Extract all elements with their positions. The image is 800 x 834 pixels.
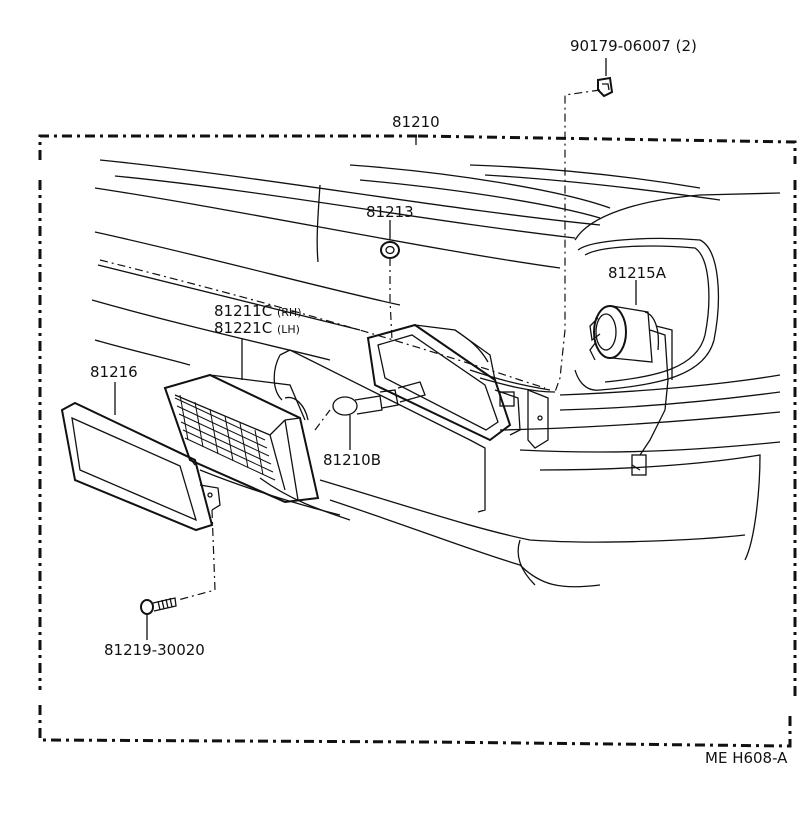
- grommet-81213: [380, 241, 400, 259]
- part-number: 90179-06007: [570, 37, 671, 55]
- label-81213: 81213: [366, 203, 414, 221]
- part-number: 81211C: [214, 302, 273, 320]
- part-number: 81221C: [214, 319, 273, 337]
- socket-81215a: [589, 305, 673, 476]
- car-body: [91, 159, 781, 588]
- label-81210: 81210: [392, 113, 440, 131]
- socket-housing: [366, 323, 556, 449]
- side-indicator: (LH): [276, 323, 300, 336]
- label-81211c: 81211C (RH): [214, 303, 301, 321]
- label-81216: 81216: [90, 363, 138, 381]
- assembly-lines: [99, 89, 601, 601]
- clip-90179: [597, 76, 614, 98]
- bulb-81210b: [332, 381, 426, 450]
- screw-81219: [140, 597, 177, 615]
- lens-frame-81216: [60, 401, 221, 532]
- part-quantity: (2): [675, 37, 697, 55]
- assembly-frame: [38, 134, 310, 160]
- label-90179-06007: 90179-06007 (2): [570, 38, 697, 54]
- side-indicator: (RH): [276, 306, 302, 319]
- lamp-housing-81211c: [163, 373, 320, 504]
- diagram-code: ME H608-A: [705, 749, 788, 767]
- leader-lines: [114, 58, 637, 640]
- label-81219-30020: 81219-30020: [104, 641, 205, 659]
- label-81215a: 81215A: [608, 264, 666, 282]
- assembly-frame-border: [38, 134, 797, 748]
- label-81210b: 81210B: [323, 451, 382, 469]
- label-81221c: 81221C (LH): [214, 320, 300, 338]
